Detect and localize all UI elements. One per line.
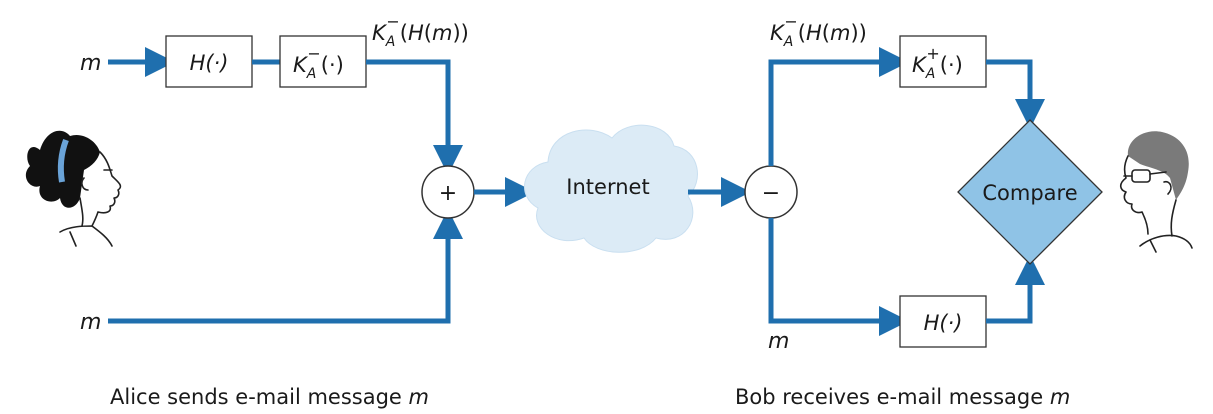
arrow-signature-to-combiner: [366, 59, 463, 175]
bob-hash-label: H(·): [924, 311, 963, 335]
man-face-icon: [1119, 131, 1193, 253]
arrow-hash-to-compare: [986, 255, 1045, 324]
alice-caption: Alice sends e-mail message m: [110, 385, 429, 409]
arrow-decrypt-to-compare: [986, 59, 1045, 129]
cloud-icon: [524, 124, 698, 253]
alice-input-m-bottom: m: [80, 310, 101, 335]
alice-input-m-top: m: [80, 51, 101, 76]
bob-caption: Bob receives e-mail message m: [735, 385, 1070, 409]
arrow-message-to-combiner: [108, 209, 463, 324]
arrow-signature-to-decrypt: [768, 47, 909, 166]
bob-message-label: m: [768, 329, 789, 354]
bob-decrypt-label: KA+(·): [912, 44, 963, 82]
alice-signed-digest-label: KA−(H(m)): [372, 12, 469, 50]
alice-encrypt-box: [279, 35, 367, 88]
bob-hash-box: [899, 295, 987, 348]
internet-label: Internet: [566, 175, 649, 199]
compare-diamond: [957, 119, 1103, 265]
bob-signed-digest-label: KA−(H(m)): [770, 12, 867, 50]
arrow-message-to-hash: [768, 218, 909, 336]
alice-encrypt-label: KA−(·): [293, 44, 344, 82]
alice-hash-label: H(·): [190, 51, 229, 75]
woman-face-icon: [25, 130, 122, 247]
combiner-symbol: +: [439, 181, 457, 206]
compare-label: Compare: [982, 181, 1077, 205]
splitter-symbol: −: [762, 181, 780, 206]
